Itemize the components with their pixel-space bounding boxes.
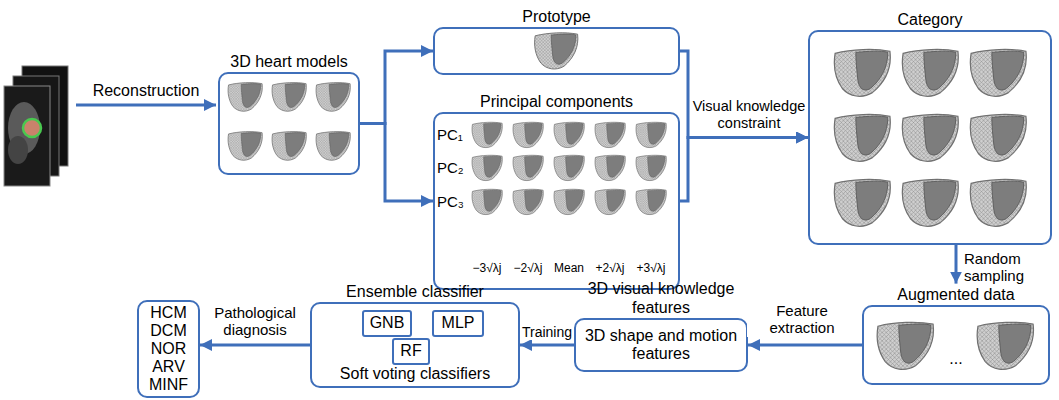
- arrow-label: Feature extraction: [747, 302, 857, 337]
- heart-model: [316, 132, 350, 161]
- annotation-label: −3√λj: [467, 262, 507, 276]
- heart-model: [902, 49, 958, 96]
- heart-model: [472, 189, 502, 214]
- heart-model: [970, 179, 1026, 226]
- heart-model: [228, 83, 262, 112]
- box-heading: 3D heart models: [196, 53, 382, 71]
- mri-slice: [4, 86, 50, 186]
- box-text: ARV: [152, 358, 185, 376]
- classifier-box: GNB: [362, 310, 412, 337]
- heart-model: [877, 322, 933, 369]
- annotation-label: Reconstruction: [78, 82, 214, 100]
- process-box: 3D visual knowledge features3D shape and…: [574, 318, 748, 372]
- flow-arrow: [680, 138, 808, 202]
- heart-model: [636, 155, 666, 180]
- box-heading: Prototype: [411, 8, 702, 26]
- flow-arrow: [200, 344, 310, 347]
- annotation-label: ...: [945, 350, 967, 368]
- arrow-label: Pathological diagnosis: [204, 304, 306, 339]
- arrow-label: Training: [521, 324, 573, 340]
- heart-model: [228, 132, 262, 161]
- annotation-label: PC₁: [437, 126, 469, 143]
- box-text: NOR: [151, 340, 187, 358]
- box-heading: Principal components: [411, 93, 702, 111]
- process-box: HCMDCMNORARVMINF: [137, 300, 200, 398]
- flow-arrow: [520, 344, 574, 347]
- flow-arrow: [748, 344, 862, 347]
- heart-model: [970, 49, 1026, 96]
- heart-model: [902, 114, 958, 161]
- box-text: MINF: [149, 376, 188, 394]
- process-box: Ensemble classifierSoft voting classifie…: [310, 302, 520, 388]
- box-text: MLP: [442, 314, 475, 332]
- heart-model: [513, 189, 543, 214]
- mri-stack: [4, 66, 68, 186]
- classifier-box: RF: [392, 338, 430, 365]
- flow-arrow: [680, 51, 808, 138]
- heart-model: [272, 132, 306, 161]
- annotation-label: Mean: [549, 262, 589, 276]
- heart-model: [554, 122, 584, 147]
- annotation-label: +2√λj: [590, 262, 630, 276]
- process-box: Prototype: [433, 27, 680, 75]
- annotation-label: PC₂: [437, 159, 469, 176]
- heart-model: [834, 114, 890, 161]
- heart-model: [636, 189, 666, 214]
- heart-model: [595, 155, 625, 180]
- flow-arrow: [955, 245, 958, 284]
- heart-model: [513, 122, 543, 147]
- box-heading: Category: [786, 11, 1059, 29]
- heart-model: [834, 49, 890, 96]
- heart-model: [513, 155, 543, 180]
- classifier-box: MLP: [432, 310, 484, 337]
- annotation-label: +3√λj: [631, 262, 671, 276]
- box-text: HCM: [150, 304, 186, 322]
- arrow-label: Visual knowledge constraint: [691, 98, 807, 131]
- process-box: Augmented data: [862, 305, 1050, 385]
- box-text: Soft voting classifiers: [312, 365, 518, 383]
- flow-arrow: [76, 104, 216, 107]
- heart-model: [834, 179, 890, 226]
- process-box: 3D heart models: [218, 72, 360, 175]
- heart-model: [595, 122, 625, 147]
- heart-model: [977, 322, 1033, 369]
- box-text: GNB: [370, 314, 405, 332]
- box-heading: 3D visual knowledge features: [576, 280, 746, 317]
- process-box: Category: [808, 30, 1052, 245]
- flow-arrow: [360, 51, 433, 124]
- heart-model: [535, 33, 578, 69]
- heart-model: [595, 189, 625, 214]
- heart-model: [970, 114, 1026, 161]
- heart-model: [554, 189, 584, 214]
- box-heading: Ensemble classifier: [288, 283, 542, 301]
- box-heading: Augmented data: [860, 286, 1052, 304]
- heart-model: [472, 122, 502, 147]
- box-text: 3D shape and motion features: [576, 327, 746, 364]
- flow-arrow: [360, 124, 433, 202]
- arrow-label: Random sampling: [964, 250, 1052, 285]
- box-text: RF: [400, 342, 421, 360]
- heart-model: [472, 155, 502, 180]
- heart-model: [902, 179, 958, 226]
- annotation-label: −2√λj: [508, 262, 548, 276]
- box-text: DCM: [150, 322, 186, 340]
- heart-model: [316, 83, 350, 112]
- mri-heart-mask: [23, 119, 41, 137]
- annotation-label: PC₃: [437, 193, 469, 210]
- mri-tissue: [8, 136, 28, 164]
- heart-model: [554, 155, 584, 180]
- heart-model: [636, 122, 666, 147]
- heart-model: [272, 83, 306, 112]
